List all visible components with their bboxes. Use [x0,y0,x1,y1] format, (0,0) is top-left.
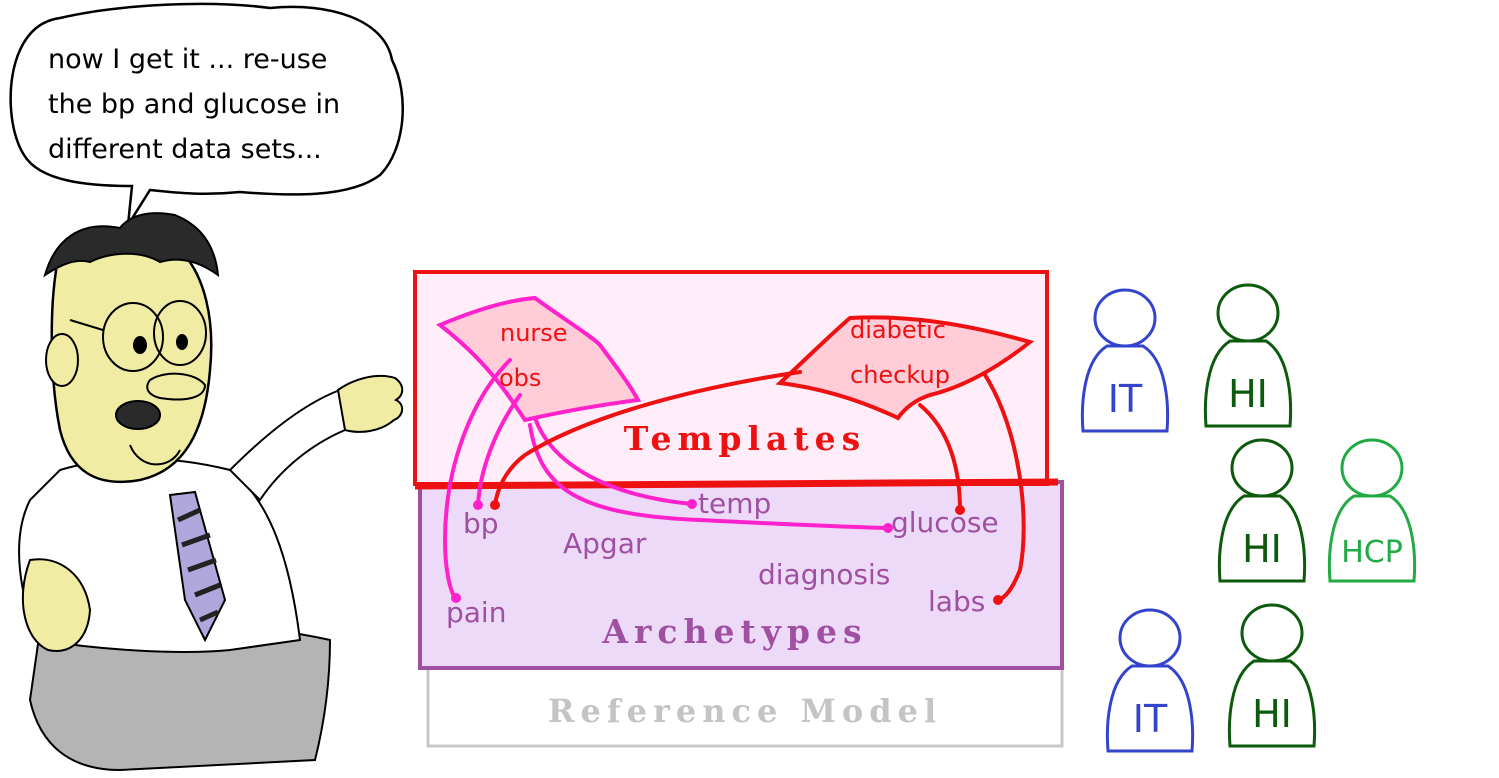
person-body [1327,494,1417,583]
nurse-obs-links [442,358,893,603]
person-body [1217,494,1307,583]
presenter-mouth [115,400,161,430]
link-end-pain [451,593,461,603]
link-nurse-obs-to-glucose [528,423,890,530]
person-hi-6: HI [1227,603,1317,748]
link-nurse-obs-to-pain [442,358,512,600]
presenter-hand [336,374,404,433]
link-end-bp-nurse [473,500,483,510]
person-head [1240,603,1304,663]
presenter-chin [129,444,181,466]
presenter-tie-stripes [176,507,221,623]
archetype-temp: temp [698,487,771,520]
archetype-bp: bp [463,507,499,540]
person-body [1080,344,1170,433]
speech-bubble-outline [9,2,404,226]
template-nurse-obs: nurse obs [436,295,642,423]
link-end-bp-diabetic [490,500,500,510]
person-head [1118,608,1182,668]
template-diabetic-checkup: diabetic checkup [775,315,1035,421]
presenter-glasses-left [102,302,164,372]
archetype-diagnosis: diagnosis [758,558,890,591]
people-group: IT HI HI HCP IT HI [1080,283,1417,753]
link-diabetic-to-bp [493,370,802,507]
presenter-hair [43,212,220,278]
speech-bubble: now I get it ... re-use the bp and gluco… [9,2,404,226]
presenter-eye-left [133,336,147,354]
diabetic-checkup-line-2: checkup [850,361,950,389]
presenter-eye-right [176,334,188,350]
diabetic-checkup-line-1: diabetic [850,316,946,344]
reference-model-box [426,666,1064,748]
person-label: HI [1228,372,1268,416]
templates-label: Templates [624,419,867,458]
link-nurse-obs-to-bp [476,393,522,507]
person-label: HCP [1341,535,1403,570]
link-end-glucose-nurse [883,523,893,533]
link-diabetic-to-labs [983,373,1026,602]
cartoon-presenter [18,212,404,772]
link-nurse-obs-to-temp [533,416,694,506]
archetype-glucose: glucose [891,506,999,539]
presenter-glasses-right [153,300,207,366]
person-hi-2: HI [1203,283,1293,428]
person-it-5: IT [1105,608,1195,753]
person-head [1216,283,1280,343]
speech-line-3: different data sets... [48,134,322,165]
presenter-lap-hand [21,558,92,652]
person-body [1105,664,1195,753]
nurse-obs-line-2: obs [499,364,541,392]
nurse-obs-line-1: nurse [500,319,568,347]
person-head [1093,288,1157,348]
person-label: IT [1133,697,1168,741]
speech-line-2: the bp and glucose in [48,89,340,120]
archetypes-box [418,480,1064,670]
person-it-1: IT [1080,288,1170,433]
speech-line-1: now I get it ... re-use [48,44,327,75]
presenter-ear [45,333,79,387]
archetype-labels: bp temp glucose Apgar diagnosis labs pai… [446,487,999,629]
person-label: IT [1108,377,1143,421]
link-end-glucose-diabetic [955,505,965,515]
presenter-glasses-arm [69,319,104,331]
person-head [1230,438,1294,498]
archetype-labs: labs [928,585,985,618]
archetypes-label: Archetypes [601,612,867,651]
diabetic-checkup-shape [775,315,1035,421]
person-hcp-4: HCP [1327,438,1417,583]
link-end-temp [687,499,697,509]
presenter-nose [146,372,207,401]
archetype-pain: pain [446,596,506,629]
nurse-obs-shape [436,295,642,423]
link-diabetic-to-glucose [918,403,962,512]
person-label: HI [1242,527,1282,571]
reference-model-layer: Reference Model [426,666,1064,748]
person-label: HI [1252,692,1292,736]
person-head [1340,438,1404,498]
templates-bottom-edge [414,478,1059,490]
diabetic-checkup-links [490,370,1026,605]
reference-model-label: Reference Model [548,692,942,730]
presenter-arm [228,388,351,502]
archetypes-layer: Archetypes [418,480,1064,670]
link-end-labs [993,595,1003,605]
person-body [1203,339,1293,428]
archetype-apgar: Apgar [563,527,647,560]
person-hi-3: HI [1217,438,1307,583]
person-body [1227,659,1317,748]
